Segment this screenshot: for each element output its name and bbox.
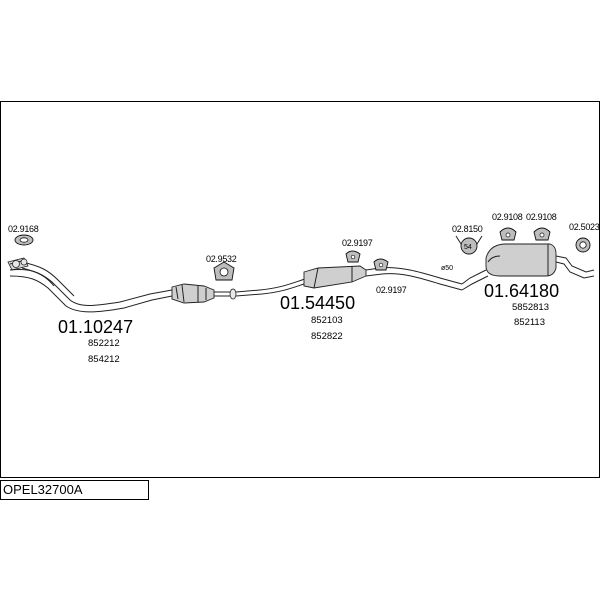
part-number: 01.10247 <box>58 317 133 337</box>
diameter-label: ø50 <box>441 265 453 272</box>
middle-silencer <box>303 265 489 291</box>
front-pipe <box>7 257 173 313</box>
hardware-label: 02.9108 <box>526 212 557 222</box>
hardware-label: 02.9532 <box>206 254 237 264</box>
hardware-label: 02.5023 <box>569 222 600 232</box>
hardware-label: 02.9197 <box>376 285 407 295</box>
rubber-ring-icon <box>575 237 591 253</box>
hardware-label: 02.9108 <box>492 212 523 222</box>
part-ref: 5852813 <box>512 302 549 313</box>
rear-silencer <box>485 243 595 279</box>
rubber-hanger-icon <box>499 227 517 241</box>
catalytic-converter <box>171 283 237 304</box>
part-ref: 852212 <box>88 338 120 349</box>
part-number: 01.64180 <box>484 281 559 301</box>
hardware-label: 02.9168 <box>8 224 39 234</box>
part-ref: 852822 <box>311 331 343 342</box>
clamp-size-label: 54 <box>464 244 472 251</box>
hardware-label: 02.8150 <box>452 224 483 234</box>
rubber-hanger-icon <box>533 227 551 241</box>
rubber-hanger-icon <box>345 250 361 263</box>
hardware-label: 02.9197 <box>342 238 373 248</box>
rubber-hanger-icon <box>373 258 389 271</box>
clamp-icon: 54 <box>455 235 483 255</box>
part-ref: 852103 <box>311 315 343 326</box>
part-ref: 854212 <box>88 354 120 365</box>
part-ref: 852113 <box>514 317 545 328</box>
gasket-icon <box>14 234 34 246</box>
diagram-code-label: OPEL32700A <box>0 480 149 500</box>
part-number: 01.54450 <box>280 293 355 313</box>
flange-gasket-icon <box>213 261 235 281</box>
